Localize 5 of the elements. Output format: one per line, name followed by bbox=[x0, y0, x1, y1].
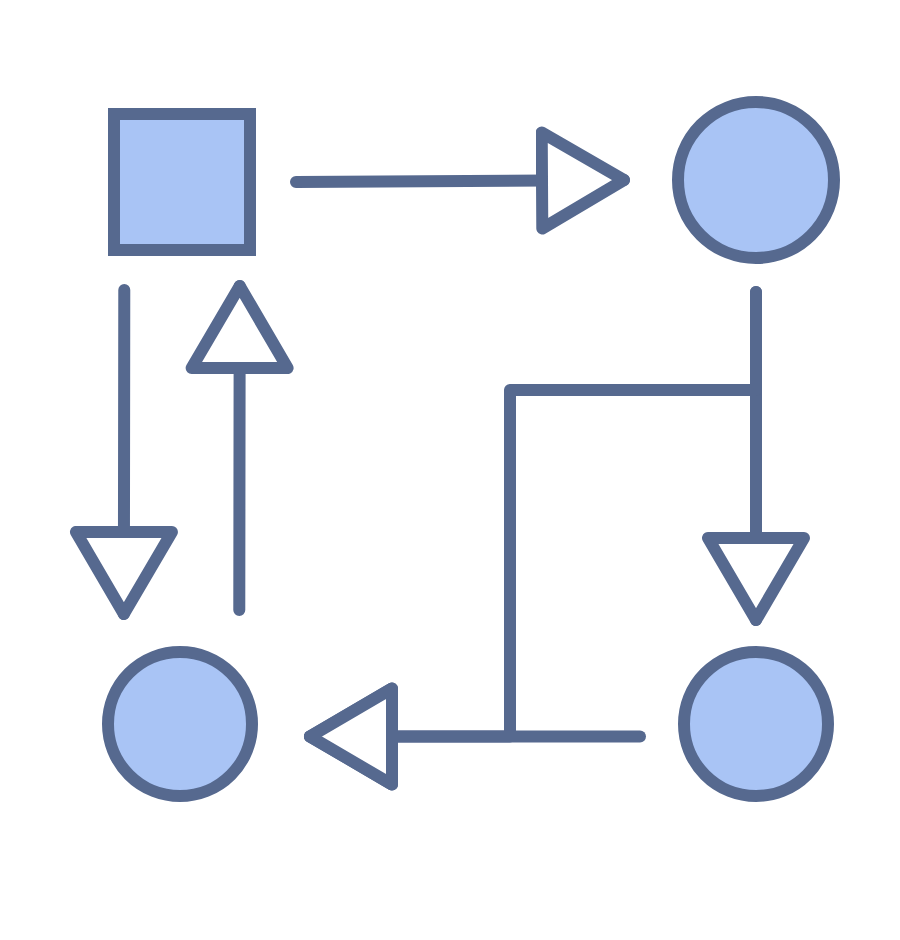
arrow bbox=[69, 284, 178, 620]
arrow bbox=[304, 682, 646, 791]
arrow bbox=[290, 126, 630, 235]
arrow bbox=[185, 280, 294, 616]
square-node bbox=[108, 108, 256, 256]
